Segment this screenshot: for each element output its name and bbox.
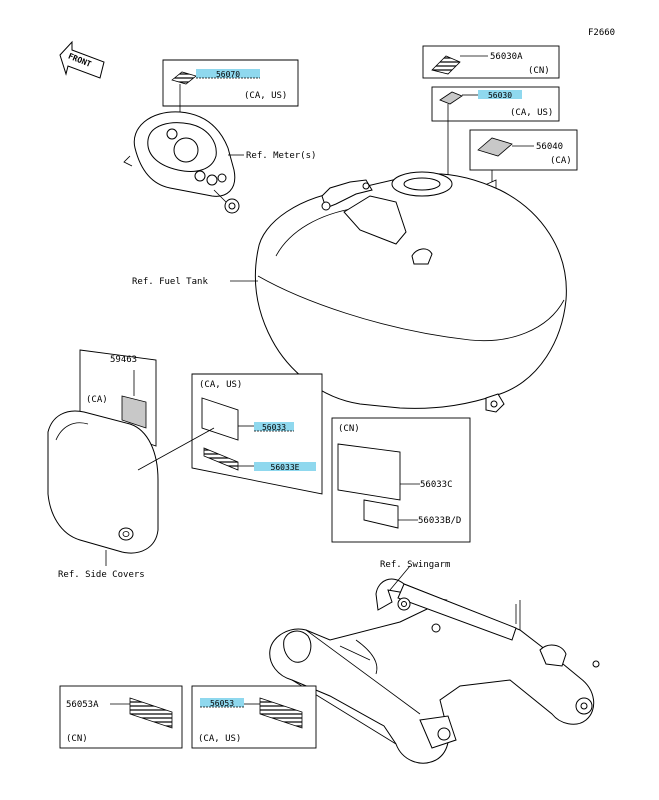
side-cover [47,410,159,554]
label-box-56033C: (CN) 56033C 56033B/D [331,417,471,543]
meter-label-box: 56070 (CA, US) [162,59,299,115]
label-box-56053: 56053 (CA, US) [191,685,317,749]
ref-swingarm: Ref. Swingarm [380,560,450,570]
highlight-56033E [254,462,316,471]
region-ca-us-meter: (CA, US) [244,91,287,101]
figure-code: F2660 [588,28,615,38]
label-box-56030: 56030 (CA, US) [431,86,560,210]
label-box-56040: 56040 (CA) [469,129,578,207]
part-56053: 56053 [210,699,234,708]
ref-fuel-tank: Ref. Fuel Tank [132,277,208,287]
part-56070: 56070 [216,70,240,79]
label-box-56053A: 56053A (CN) [59,685,183,749]
highlight-56053 [200,698,244,707]
region-ca-56040: (CA) [550,156,572,166]
part-56033E: 56033E [271,463,300,472]
highlight-56030 [478,90,522,99]
ref-side-covers: Ref. Side Covers [58,570,145,580]
region-ca-us-56030: (CA, US) [510,108,553,118]
part-56033: 56033 [262,423,286,432]
part-56030A: 56030A [490,52,523,62]
region-ca-59463: (CA) [86,395,108,405]
fuel-tank [254,171,567,413]
part-59463: 59463 [110,355,137,365]
region-cn-56030A: (CN) [528,66,550,76]
label-box-56030A: 56030A (CN) [422,45,560,79]
highlight-56033 [254,422,294,431]
part-56033BD: 56033B/D [418,516,461,526]
swingarm [269,578,600,764]
region-ca-us-56053: (CA, US) [198,734,241,744]
front-arrow: FRONT [59,40,105,79]
region-cn-56033C: (CN) [338,424,360,434]
highlight-56070 [196,69,260,78]
part-56053A: 56053A [66,700,99,710]
meter-assembly [123,111,240,214]
part-56033C: 56033C [420,480,453,490]
label-box-56033: (CA, US) 56033 56033E [191,373,323,495]
region-ca-us-56033: (CA, US) [199,380,242,390]
part-56030: 56030 [488,91,512,100]
part-56040: 56040 [536,142,563,152]
region-cn-56053A: (CN) [66,734,88,744]
ref-meter: Ref. Meter(s) [246,151,316,161]
